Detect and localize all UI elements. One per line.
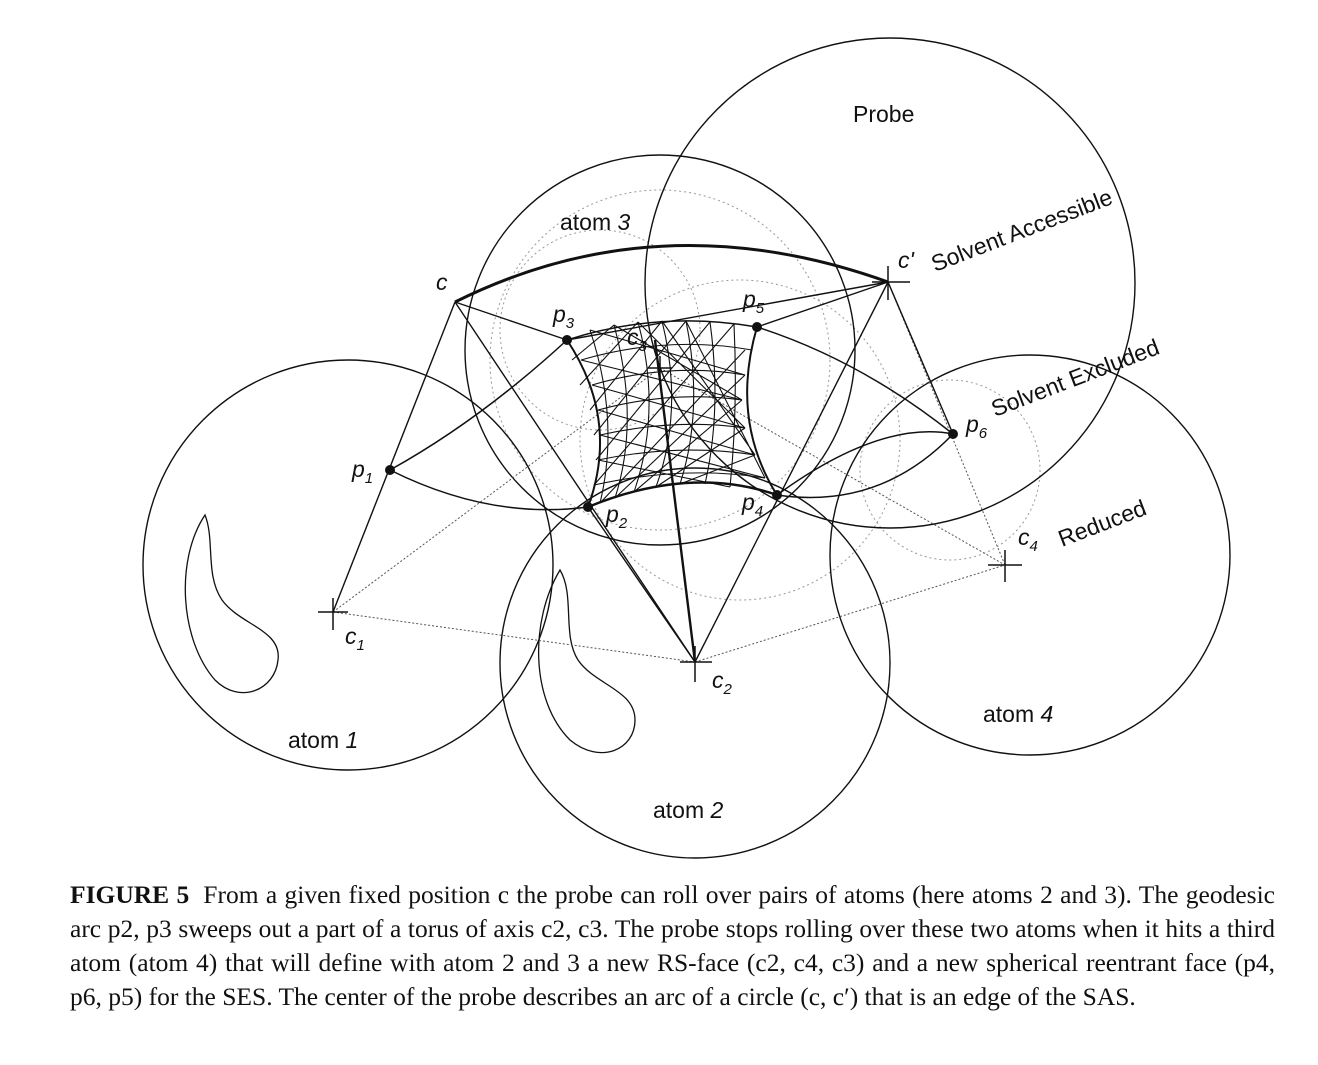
label-atom-3: atom 3 <box>560 209 631 235</box>
solid-lines <box>332 281 954 663</box>
label-probe: Probe <box>853 101 914 127</box>
atom-2-circle <box>499 467 891 859</box>
center-crosses <box>318 266 1022 682</box>
figure-label: FIGURE 5 <box>70 880 190 909</box>
atom-1-lobe <box>184 513 279 694</box>
label-p4: p4 <box>741 489 763 520</box>
label-solvent-accessible: Solvent Accessible <box>927 184 1115 277</box>
label-c3: c3 <box>627 324 648 355</box>
label-c-prime: c' <box>898 247 916 273</box>
point-p4 <box>772 490 782 500</box>
label-c1: c1 <box>345 623 365 654</box>
label-c2: c2 <box>712 667 733 698</box>
label-c: c <box>436 269 448 295</box>
atom-2-lobe <box>538 568 636 754</box>
point-p2 <box>583 502 593 512</box>
point-p5 <box>752 322 762 332</box>
sas-arc <box>454 243 889 304</box>
molecular-surface-figure: Probe atom 3 atom 1 atom 2 atom 4 c c' S… <box>142 37 1231 859</box>
label-reduced: Reduced <box>1054 494 1149 551</box>
atom-4-circle <box>829 354 1231 756</box>
atom-1-circle <box>142 359 554 771</box>
label-c4: c4 <box>1018 524 1038 555</box>
label-atom-4: atom 4 <box>983 701 1053 727</box>
torus-mesh <box>566 320 778 509</box>
probe-circle <box>644 37 1136 529</box>
ses-arcs <box>389 326 954 511</box>
label-p1: p1 <box>351 456 373 487</box>
label-p3: p3 <box>552 301 575 332</box>
label-atom-2: atom 2 <box>653 797 724 823</box>
point-p1 <box>385 465 395 475</box>
caption-text: From a given fixed position c the probe … <box>70 880 1275 1011</box>
label-solvent-excluded: Solvent Excluded <box>987 334 1162 422</box>
label-p5: p5 <box>742 286 765 317</box>
atom-3-circle <box>464 154 856 546</box>
label-p2: p2 <box>605 501 628 532</box>
label-atom-1: atom 1 <box>288 727 358 753</box>
label-p6: p6 <box>965 411 988 442</box>
point-p6 <box>948 429 958 439</box>
point-p3 <box>562 335 572 345</box>
